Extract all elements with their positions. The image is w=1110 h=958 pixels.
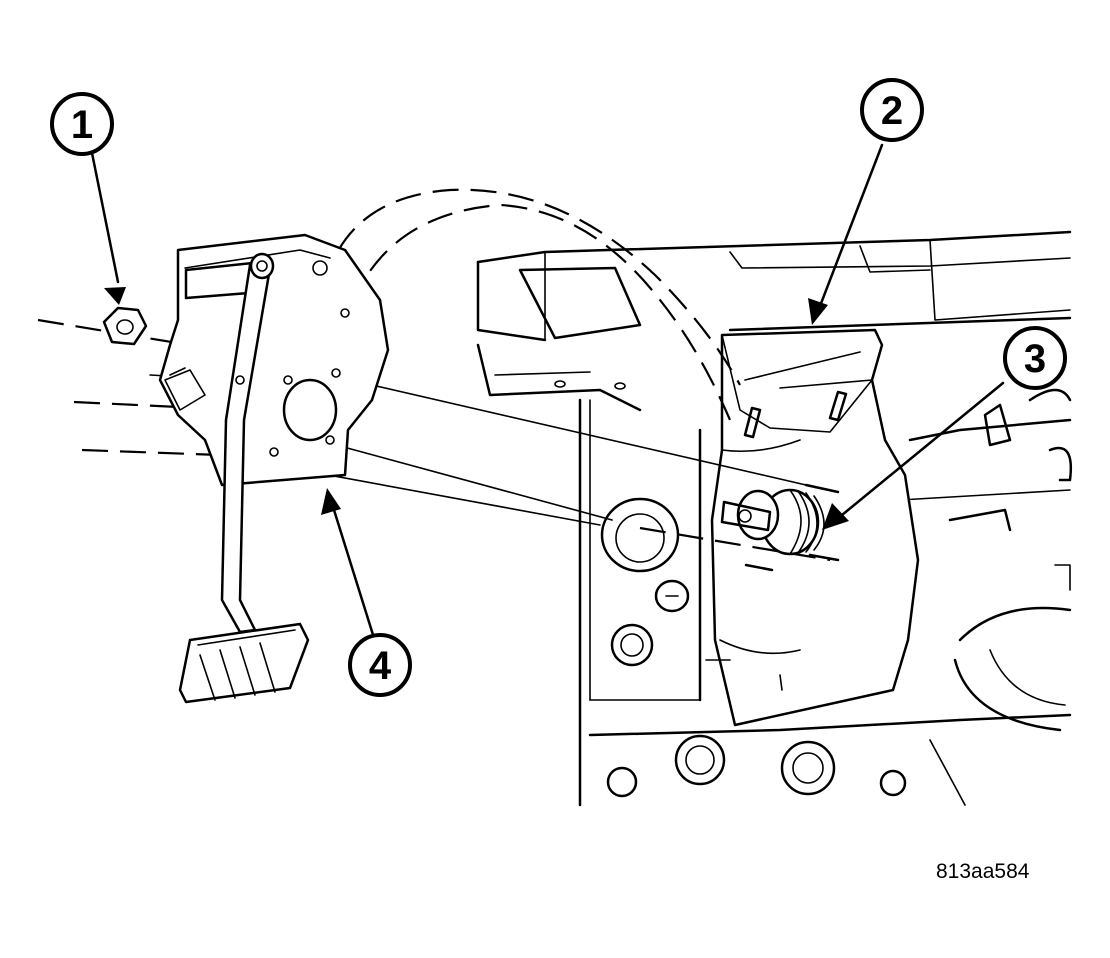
installation-path-arc-inner xyxy=(338,203,732,421)
callout-1: 1 xyxy=(50,92,114,156)
leader-arrows xyxy=(90,143,1005,640)
figure-id: 813aa584 xyxy=(936,860,1030,883)
arrowhead-3 xyxy=(822,503,849,530)
arrowhead-4 xyxy=(321,488,341,515)
callout-4-label: 4 xyxy=(369,644,392,688)
arrowhead-2 xyxy=(808,298,828,325)
arrowhead-1 xyxy=(104,287,126,305)
callout-4: 4 xyxy=(348,633,412,697)
nut xyxy=(102,306,148,346)
callout-3-label: 3 xyxy=(1024,337,1046,381)
callout-2-label: 2 xyxy=(881,89,903,133)
callout-1-label: 1 xyxy=(71,103,93,147)
callout-3: 3 xyxy=(1003,326,1067,390)
pedal-assembly xyxy=(158,233,390,704)
callout-2: 2 xyxy=(860,78,924,142)
dash-panel-structure xyxy=(476,230,1073,807)
master-cylinder-stud-assembly xyxy=(720,483,840,572)
